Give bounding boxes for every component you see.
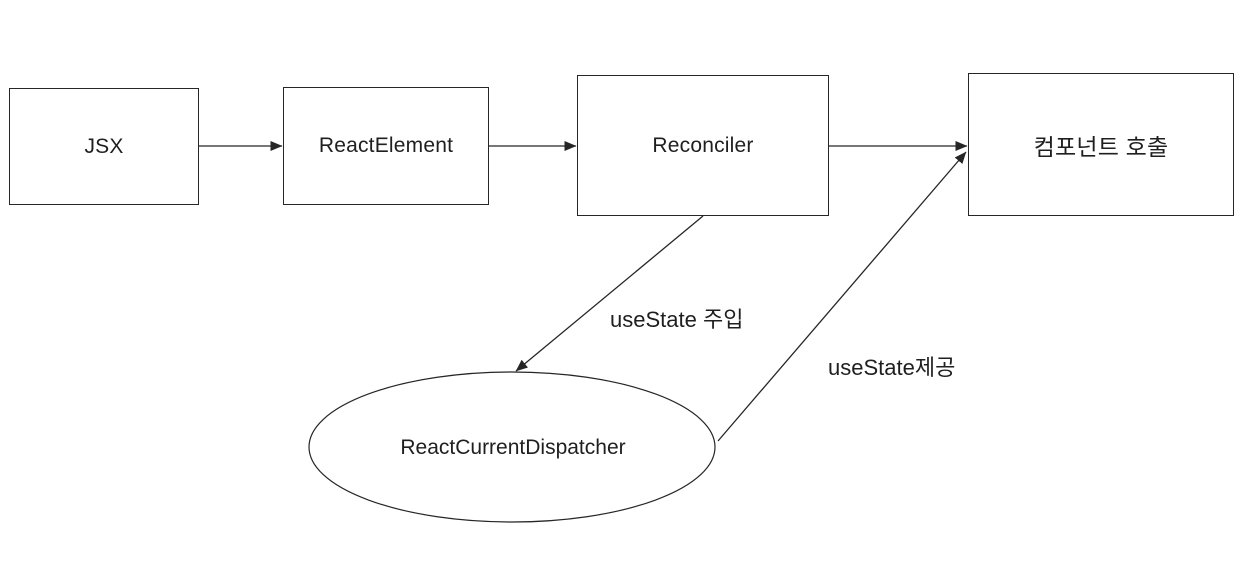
node-reconciler: Reconciler — [577, 75, 829, 216]
node-react-element: ReactElement — [283, 87, 489, 205]
edge-label-usestate-inject: useState 주입 — [610, 307, 744, 332]
edge-label-usestate-provide: useState제공 — [828, 355, 956, 380]
node-jsx: JSX — [9, 88, 199, 205]
node-jsx-label: JSX — [84, 134, 124, 158]
node-component-call: 컴포넌트 호출 — [968, 73, 1234, 216]
node-react-current-dispatcher-shape — [308, 371, 716, 523]
node-react-element-label: ReactElement — [318, 134, 454, 157]
node-reconciler-label: Reconciler — [652, 133, 754, 157]
edge-dispatcher-to-component-call — [717, 151, 967, 442]
node-component-call-label: 컴포넌트 호출 — [1033, 133, 1169, 160]
edge-reconciler-to-dispatcher — [515, 215, 704, 372]
